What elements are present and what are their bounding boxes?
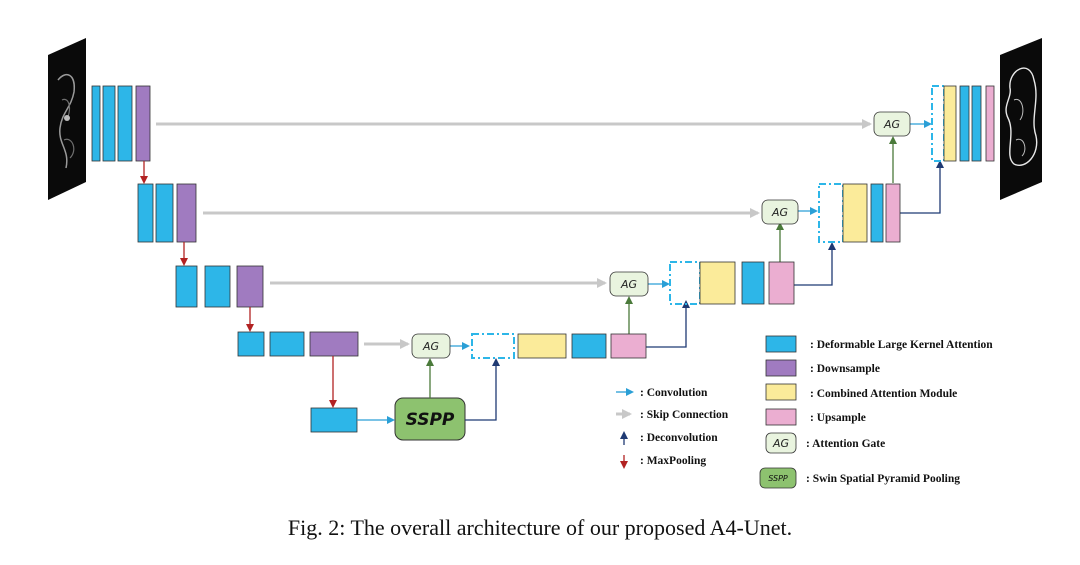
legend-dlka: : Deformable Large Kernel Attention [765, 335, 993, 353]
decoder-level-1 [931, 85, 995, 162]
downsample-block [236, 265, 264, 308]
dlka-block [269, 331, 305, 357]
downsample-block [176, 183, 197, 243]
arrow-legend: : Convolution : Skip Connection : Deconv… [616, 387, 729, 469]
cam-block [699, 261, 736, 305]
concat-outline [471, 333, 515, 359]
downsample-block [309, 331, 359, 357]
concat-outline [931, 85, 945, 162]
downsample-block [135, 85, 151, 162]
decoder-level-4 [471, 333, 647, 359]
legend-attention-gate: AG : Attention Gate [765, 432, 885, 454]
attention-gate-4: AG [873, 111, 911, 137]
legend-sspp-label: : Swin Spatial Pyramid Pooling [806, 473, 960, 485]
dlka-block [137, 183, 154, 243]
legend-downsample-label: : Downsample [810, 363, 880, 375]
ag-label: AG [620, 278, 637, 291]
dlka-block [204, 265, 231, 308]
gate-signal-lines [426, 136, 897, 398]
encoder-level-2 [137, 183, 197, 243]
upsample-block [610, 333, 647, 359]
attention-gate-2: AG [609, 271, 649, 297]
dlka-block [571, 333, 607, 359]
concat-outline [669, 261, 701, 305]
decoder-level-3 [669, 261, 795, 305]
figure-caption: Fig. 2: The overall architecture of our … [287, 515, 793, 540]
legend-sspp: SSPP : Swin Spatial Pyramid Pooling [759, 467, 960, 489]
legend-maxpooling-label: : MaxPooling [640, 455, 706, 467]
encoder-level-4 [237, 331, 359, 357]
concat-outline [818, 183, 844, 243]
legend-deconvolution: : Deconvolution [620, 431, 718, 445]
encoder-level-1 [91, 85, 151, 162]
block-legend: : Deformable Large Kernel Attention : Do… [759, 335, 993, 489]
upsample-block [985, 85, 995, 162]
dlka-block [175, 265, 198, 308]
encoder-level-3 [175, 265, 264, 308]
legend-convolution-label: : Convolution [640, 387, 708, 399]
cam-block [517, 333, 567, 359]
dlka-block [91, 85, 101, 162]
ag-label: AG [422, 340, 439, 353]
legend-deconvolution-label: : Deconvolution [640, 432, 718, 444]
legend-convolution: : Convolution [616, 387, 708, 399]
attention-gate-3: AG [761, 199, 799, 225]
dlka-block [971, 85, 982, 162]
skip-connections [156, 119, 872, 349]
sspp-label: SSPP [406, 410, 455, 430]
dlka-block [102, 85, 116, 162]
output-image [1000, 38, 1042, 200]
dlka-block [870, 183, 884, 243]
bottleneck-dlka-block [310, 407, 358, 433]
dlka-block [117, 85, 133, 162]
legend-upsample: : Upsample [765, 408, 866, 426]
ag-label: AG [771, 206, 788, 219]
cam-block [943, 85, 957, 162]
input-image [48, 38, 86, 200]
legend-upsample-label: : Upsample [810, 412, 866, 424]
ag-label: AG [883, 118, 900, 131]
legend-cam: : Combined Attention Module [765, 383, 957, 401]
cam-block [842, 183, 868, 243]
legend-dlka-label: : Deformable Large Kernel Attention [810, 339, 993, 351]
attention-gate-1: AG [411, 333, 451, 359]
dlka-block [155, 183, 174, 243]
legend-skip: : Skip Connection [616, 409, 729, 421]
decoder-level-2 [818, 183, 901, 243]
legend-sspp-swatch-text: SSPP [768, 474, 788, 483]
legend-maxpooling: : MaxPooling [620, 455, 706, 469]
dlka-block [959, 85, 970, 162]
legend-downsample: : Downsample [765, 359, 880, 377]
sspp-module: SSPP [394, 397, 466, 441]
convolution-arrows [357, 120, 932, 424]
legend-skip-label: : Skip Connection [640, 409, 729, 421]
upsample-block [768, 261, 795, 305]
legend-attention-gate-label: : Attention Gate [806, 438, 885, 450]
upsample-block [885, 183, 901, 243]
dlka-block [237, 331, 265, 357]
legend-cam-label: : Combined Attention Module [810, 388, 957, 400]
deconvolution-arrows [465, 160, 944, 421]
legend-ag-swatch-text: AG [772, 437, 789, 450]
dlka-block [741, 261, 765, 305]
maxpooling-arrows [140, 161, 337, 408]
